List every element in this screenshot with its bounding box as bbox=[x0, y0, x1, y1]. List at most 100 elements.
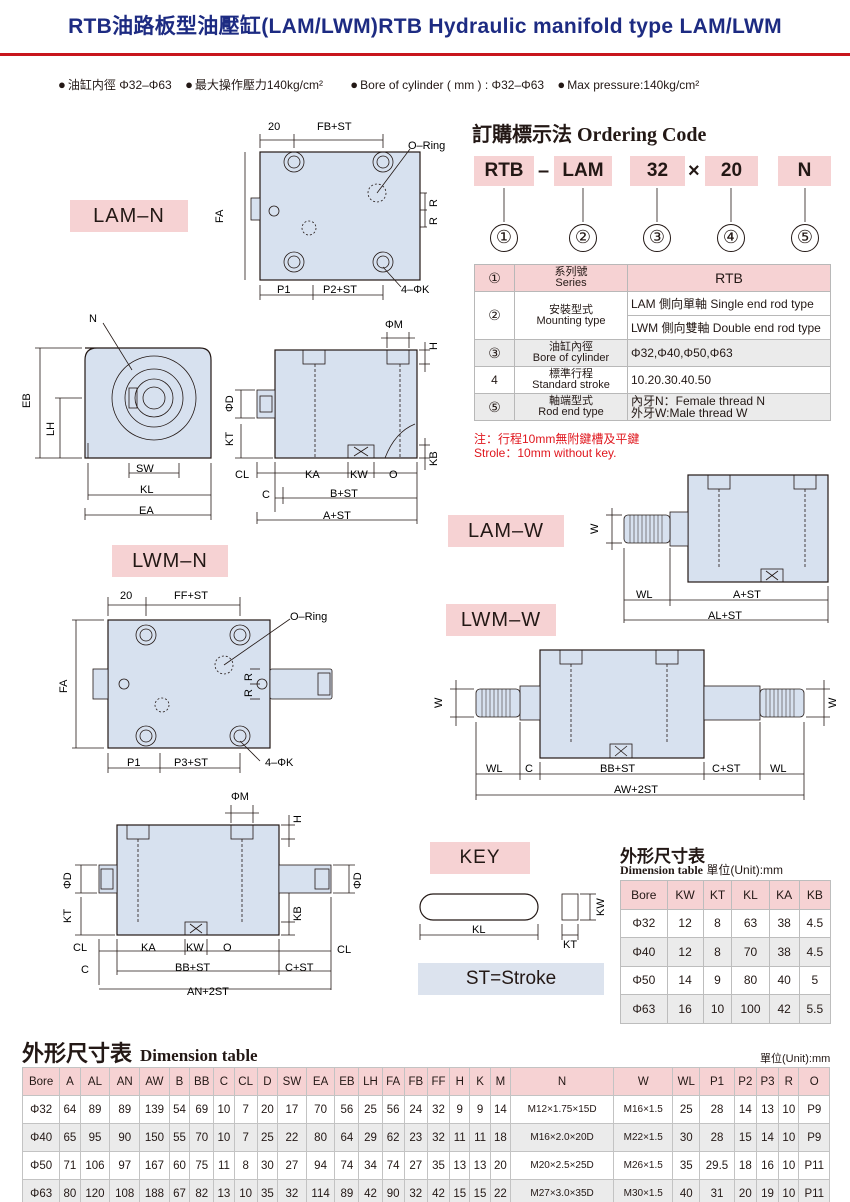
table-cell: 10 bbox=[778, 1095, 800, 1124]
dim-eb: EB bbox=[21, 393, 33, 408]
dim-cl-left: CL bbox=[73, 942, 87, 954]
dim-h: H bbox=[292, 815, 304, 823]
dim-table-small-subtitle: Dimension table 單位(Unit):mm bbox=[620, 863, 784, 877]
dim-r-2: R bbox=[428, 217, 440, 225]
drawing-lwm-w: W W WL C BB+ST C+ST WL AW+2ST bbox=[433, 649, 839, 800]
header-cell: FB bbox=[403, 1067, 428, 1096]
note-zh: 注：行程10mm無附鍵槽及平鍵 bbox=[474, 432, 640, 446]
table-cell: 80 bbox=[305, 1123, 336, 1152]
drawing-lwm-n-top: 20 FF+ST O–Ring FA R R P1 P3+ST 4–ΦK bbox=[58, 590, 333, 773]
dim-4-k: 4–ΦK bbox=[265, 757, 294, 769]
dim-r-1: R bbox=[428, 199, 440, 207]
dim-w-right: W bbox=[827, 697, 839, 708]
table-cell: P9 bbox=[798, 1123, 830, 1152]
table-cell: 56 bbox=[381, 1095, 405, 1124]
dim-kw: KW bbox=[595, 898, 607, 916]
table-cell: 70 bbox=[305, 1095, 336, 1124]
table-cell: 8 bbox=[233, 1151, 258, 1180]
table-cell: 16 bbox=[755, 1151, 780, 1180]
dim-p2-st: P2+ST bbox=[323, 284, 357, 296]
table-cell: 108 bbox=[109, 1179, 141, 1202]
table-cell: 11 bbox=[449, 1123, 471, 1152]
dim-p1: P1 bbox=[277, 284, 290, 296]
dim-kb: KB bbox=[292, 906, 304, 921]
header-cell: LH bbox=[358, 1067, 383, 1096]
table-cell: 67 bbox=[168, 1179, 191, 1202]
code-times: × bbox=[688, 160, 700, 182]
dim-kt: KT bbox=[62, 909, 74, 923]
dim-r-2: R bbox=[243, 689, 255, 697]
table-cell: 28 bbox=[699, 1123, 735, 1152]
table-cell: 89 bbox=[334, 1179, 360, 1202]
table-cell: 22 bbox=[277, 1123, 307, 1152]
dim-20: 20 bbox=[268, 121, 280, 133]
dim-c: C bbox=[262, 489, 270, 501]
table-cell: 89 bbox=[79, 1095, 111, 1124]
table-cell: 27 bbox=[277, 1151, 307, 1180]
header-cell: Bore bbox=[21, 1067, 61, 1096]
table-cell: 35 bbox=[256, 1179, 279, 1202]
table-cell: 150 bbox=[139, 1123, 170, 1152]
table-cell: 27 bbox=[403, 1151, 428, 1180]
dim-lh: LH bbox=[45, 422, 57, 436]
dim-ff-st: FF+ST bbox=[174, 590, 208, 602]
code-index-3: ③ bbox=[643, 224, 671, 252]
table-cell: 167 bbox=[139, 1151, 170, 1180]
header-cell: BB bbox=[189, 1067, 215, 1096]
table-cell: 97 bbox=[109, 1151, 141, 1180]
drawing-lam-n-side: ΦM H ΦD KT KB CL KA KW O C B+ST A+ST bbox=[224, 319, 440, 524]
table-cell: M27×3.0×35D bbox=[510, 1179, 615, 1202]
table-cell: 55 bbox=[168, 1123, 191, 1152]
dim-ka: KA bbox=[305, 469, 320, 481]
header-cell: C bbox=[213, 1067, 235, 1096]
page-title: RTB油路板型油壓缸(LAM/LWM)RTB Hydraulic manifol… bbox=[68, 15, 782, 38]
table-cell: 32 bbox=[403, 1179, 428, 1202]
table-cell: 95 bbox=[79, 1123, 111, 1152]
table-cell: 114 bbox=[305, 1179, 336, 1202]
note-en: Strole：10mm without key. bbox=[474, 446, 617, 460]
drawing-lwm-n-side: ΦM H ΦD ΦD KT KB CL KA KW O CL C BB+ST C… bbox=[62, 791, 364, 998]
header-cell: D bbox=[256, 1067, 279, 1096]
dim-kl: KL bbox=[140, 484, 153, 496]
bore-value: Φ32,Φ40,Φ50,Φ63 bbox=[627, 339, 831, 367]
dim-kw: KW bbox=[186, 942, 204, 954]
table-cell: 25 bbox=[672, 1095, 701, 1124]
table-cell: 30 bbox=[672, 1123, 701, 1152]
table-cell: 15 bbox=[469, 1179, 491, 1202]
spec-bore-zh: 油缸内徑 Φ32–Φ63 bbox=[67, 78, 172, 92]
table-cell: 19 bbox=[755, 1179, 780, 1202]
table-cell: 35 bbox=[672, 1151, 701, 1180]
code-mounting: LAM bbox=[554, 156, 612, 186]
rod-end-num: ⑤ bbox=[474, 393, 515, 421]
table-cell: 15 bbox=[733, 1123, 757, 1152]
table-cell: 7 bbox=[233, 1123, 258, 1152]
table-cell: 60 bbox=[168, 1151, 191, 1180]
table-cell: 14 bbox=[755, 1123, 780, 1152]
ordering-code-title: 訂購標示法 Ordering Code bbox=[472, 124, 707, 146]
header-cell: AW bbox=[139, 1067, 170, 1096]
dim-d-right: ΦD bbox=[352, 872, 364, 889]
table-cell: 29 bbox=[358, 1123, 383, 1152]
table-cell: 71 bbox=[59, 1151, 81, 1180]
header-cell: WL bbox=[672, 1067, 701, 1096]
stroke-num: 4 bbox=[474, 366, 515, 394]
dim-kw: KW bbox=[350, 469, 368, 481]
label-lwm-n: LWM–N bbox=[112, 545, 228, 577]
table-cell: 28 bbox=[699, 1095, 735, 1124]
table-cell: P11 bbox=[798, 1179, 830, 1202]
table-cell: M16×1.5 bbox=[613, 1095, 674, 1124]
dim-20: 20 bbox=[120, 590, 132, 602]
dim-kt: KT bbox=[224, 432, 236, 446]
mounting-value-lwm: LWM 側向雙軸 Double end rod type bbox=[627, 315, 831, 340]
table-cell: 10 bbox=[778, 1123, 800, 1152]
table-cell: 20 bbox=[489, 1151, 512, 1180]
table-cell: 11 bbox=[213, 1151, 235, 1180]
table-cell: 30 bbox=[256, 1151, 279, 1180]
